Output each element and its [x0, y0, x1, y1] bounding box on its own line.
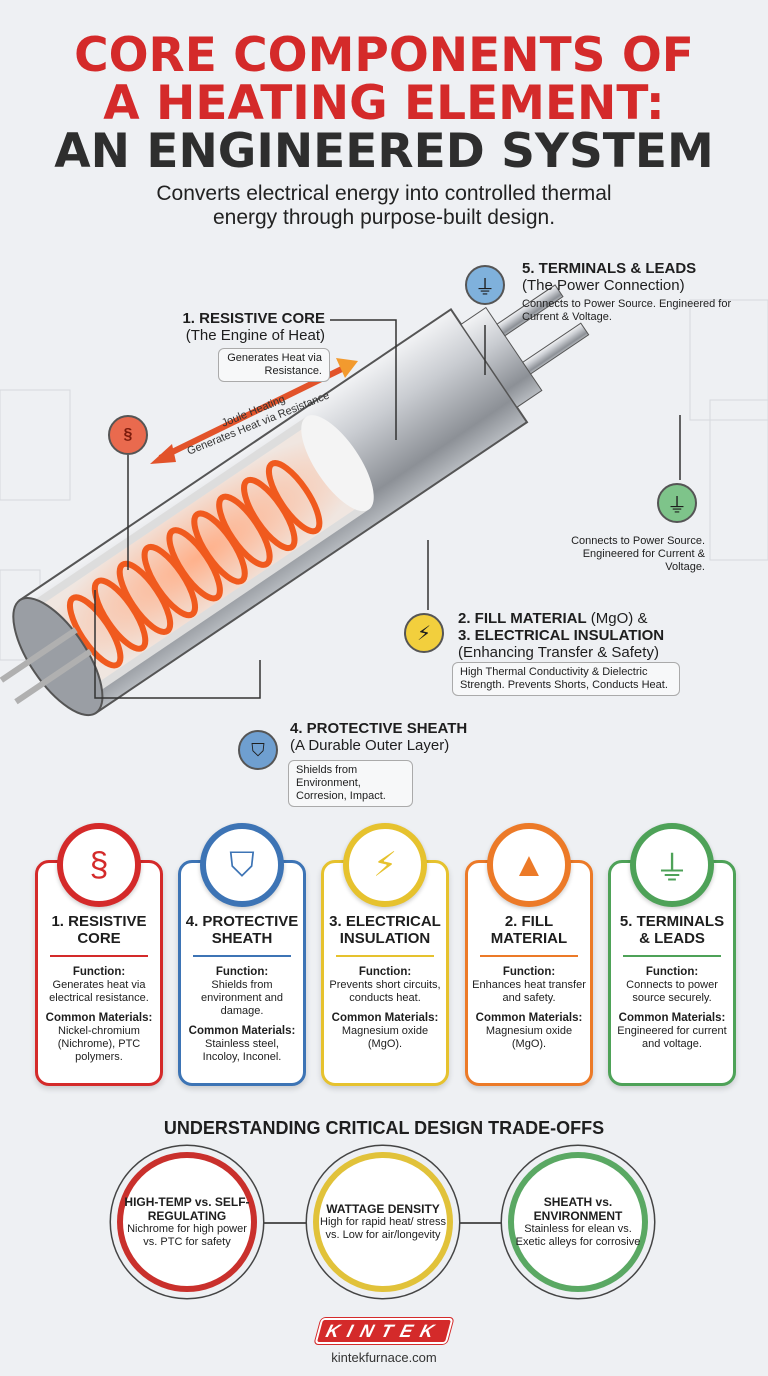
callout-sheath-title: 4. PROTECTIVE SHEATH: [290, 720, 468, 737]
callout-terminals-desc: Connects to Power Source. Engineered for…: [522, 298, 732, 323]
callout-resistive-core-desc: Generates Heat via Resistance.: [218, 348, 330, 382]
tradeoff-circle: WATTAGE DENSITY High for rapid heat/ str…: [313, 1152, 453, 1292]
card-function-label: Function:: [215, 966, 269, 978]
coil-icon: §: [108, 415, 148, 455]
component-card: 4. PROTECTIVE SHEATH Function: Shields f…: [178, 860, 306, 1086]
plug-icon: ⏚: [465, 265, 505, 305]
tradeoff-circle: SHEATH vs. ENVIRONMENT Stainless for ele…: [508, 1152, 648, 1292]
shield-icon: ⛉: [200, 823, 284, 907]
callout-resistive-core-subtitle: (The Engine of Heat): [185, 327, 325, 344]
heating-element-diagram: [0, 284, 768, 717]
plug-icon: ⏚: [630, 823, 714, 907]
tradeoffs-heading: UNDERSTANDING CRITICAL DESIGN TRADE-OFFS: [163, 1118, 605, 1138]
card-title: 4. PROTECTIVE SHEATH: [185, 913, 299, 947]
title-line-1: CORE COMPONENTS OF: [74, 28, 694, 83]
coil-icon: §: [57, 823, 141, 907]
callout-terminals-title: 5. TERMINALS & LEADS: [522, 260, 697, 277]
card-function: Connects to power source securely.: [626, 979, 718, 1004]
card-title: 1. RESISTIVE CORE: [51, 913, 147, 947]
lightning-icon: ⚡: [343, 823, 427, 907]
subtitle-line-2: energy through purpose-built design.: [212, 206, 556, 229]
plug-icon: ⏚: [657, 483, 697, 523]
powder-pile-icon: ▲: [487, 823, 571, 907]
lightning-icon: ⚡: [404, 613, 444, 653]
card-materials: Magnesium oxide (MgO).: [485, 1025, 573, 1050]
tradeoff-desc: Nichrome for high power vs. PTC for safe…: [127, 1223, 247, 1248]
subtitle-line-1: Converts electrical energy into controll…: [156, 182, 612, 205]
tradeoff-title: WATTAGE DENSITY: [326, 1202, 440, 1216]
callout-terminals-subtitle: (The Power Connection): [522, 277, 685, 294]
card-function: Generates heat via electrical resistance…: [49, 979, 149, 1004]
card-function-label: Function:: [72, 966, 126, 978]
callout-power-desc: Connects to Power Source. Engineered for…: [571, 535, 705, 573]
card-materials: Engineered for current and voltage.: [617, 1025, 727, 1050]
callout-insulation-desc: High Thermal Conductivity & Dielectric S…: [452, 662, 680, 696]
callout-fill-title: 2. FILL MATERIAL: [458, 610, 587, 627]
kintek-logo: KINTEK: [314, 1318, 454, 1344]
card-materials: Nickel-chromium (Nichrome), PTC polymers…: [57, 1025, 141, 1063]
card-materials-label: Common Materials:: [188, 1025, 296, 1037]
card-materials-label: Common Materials:: [475, 1012, 583, 1024]
card-title: 5. TERMINALS & LEADS: [619, 913, 725, 947]
card-function-label: Function:: [358, 966, 412, 978]
card-materials-label: Common Materials:: [331, 1012, 439, 1024]
card-title: 3. ELECTRICAL INSULATION: [329, 913, 441, 947]
card-function-label: Function:: [502, 966, 556, 978]
card-function: Shields from environment and damage.: [201, 979, 283, 1017]
card-title: 2. FILL MATERIAL: [490, 913, 568, 947]
shield-icon: ⛉: [238, 730, 278, 770]
card-materials-label: Common Materials:: [45, 1012, 153, 1024]
callout-resistive-core-title: 1. RESISTIVE CORE: [182, 310, 325, 327]
tradeoff-title: HIGH-TEMP vs. SELF-REGULATING: [124, 1195, 250, 1223]
callout-sheath-desc: Shields from Environment, Corresion, Imp…: [288, 760, 413, 807]
title-line-2: A HEATING ELEMENT:: [103, 76, 665, 131]
card-materials: Magnesium oxide (MgO).: [341, 1025, 429, 1050]
tradeoff-desc: High for rapid heat/ stress vs. Low for …: [320, 1216, 446, 1241]
footer-url: kintekfurnace.com: [331, 1350, 437, 1365]
callout-fill-suffix: (MgO) &: [586, 610, 648, 627]
title-line-3: AN ENGINEERED SYSTEM: [54, 124, 714, 179]
tube: [0, 284, 590, 717]
card-materials: Stainless steel, Incoloy, Inconel.: [202, 1038, 282, 1063]
tradeoff-desc: Stainless for elean vs. Exetic alleys fo…: [515, 1223, 641, 1248]
card-function: Enhances heat transfer and safety.: [472, 979, 586, 1004]
callout-insulation-title: 3. ELECTRICAL INSULATION: [458, 627, 665, 644]
callout-sheath-subtitle: (A Durable Outer Layer): [290, 737, 450, 754]
card-materials-label: Common Materials:: [618, 1012, 726, 1024]
callout-insulation-subtitle: (Enhancing Transfer & Safety): [458, 644, 659, 661]
tradeoff-circle: HIGH-TEMP vs. SELF-REGULATING Nichrome f…: [117, 1152, 257, 1292]
tradeoff-title: SHEATH vs. ENVIRONMENT: [533, 1195, 623, 1223]
card-function-label: Function:: [645, 966, 699, 978]
card-function: Prevents short circuits, conducts heat.: [329, 979, 441, 1004]
